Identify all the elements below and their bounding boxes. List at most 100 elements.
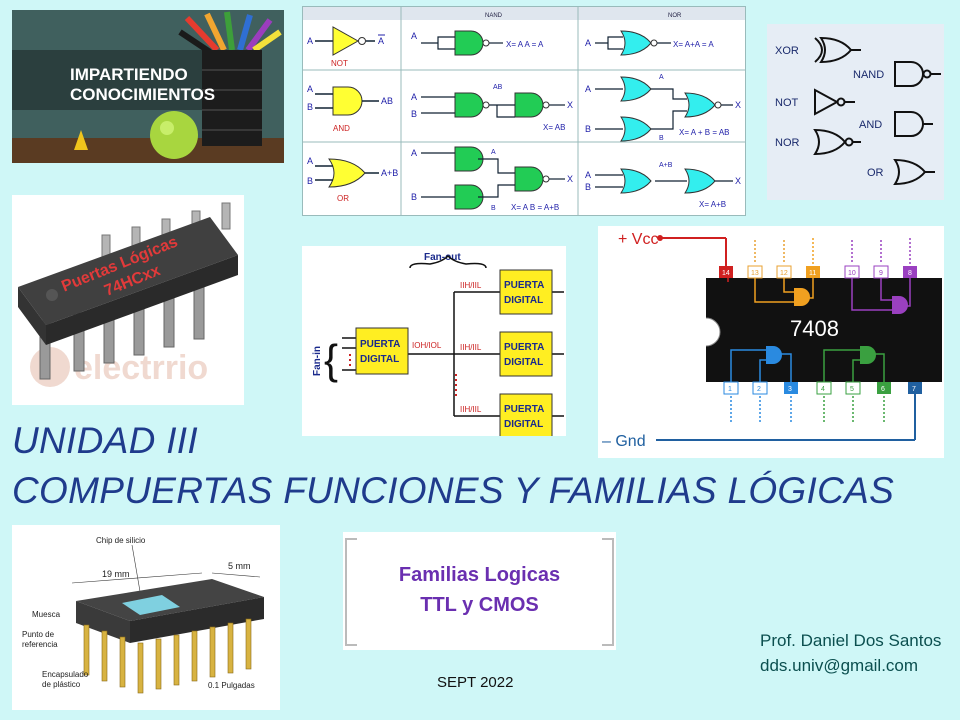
- and-out: AB: [381, 96, 393, 106]
- slide-title-line-1: UNIDAD III: [12, 420, 198, 461]
- svg-text:A: A: [585, 170, 591, 180]
- len-5-label: 5 mm: [228, 561, 251, 571]
- bracket-left: [345, 538, 357, 646]
- nor-gates-icon: [620, 30, 722, 194]
- nor-or-eq: X= A+B: [699, 200, 726, 209]
- not-gate-icon: [814, 88, 855, 116]
- gnd-label: – Gnd: [602, 433, 646, 450]
- nand-gate-icon: [894, 61, 941, 87]
- svg-text:B: B: [659, 135, 664, 142]
- nand-or-eq: X= A B = A+B: [511, 203, 559, 212]
- len-19-label: 19 mm: [102, 569, 130, 579]
- svg-text:A: A: [659, 74, 664, 81]
- slide-title-line-2: COMPUERTAS FUNCIONES Y FAMILIAS LÓGICAS: [12, 470, 895, 511]
- svg-text:A: A: [411, 31, 417, 41]
- or-in-b: B: [307, 176, 313, 186]
- fan-out-label: Fan-out: [424, 252, 461, 263]
- svg-text:5: 5: [850, 386, 854, 393]
- nand-gates-icon: [454, 30, 550, 210]
- svg-text:B: B: [585, 182, 591, 192]
- ic-package-cutaway: Chip de silicio 19 mm 5 mm Muesca Punto …: [12, 525, 280, 710]
- or-in-a: A: [307, 156, 313, 166]
- punto-label-2: referencia: [22, 640, 58, 649]
- nor-header: NOR: [668, 13, 682, 19]
- svg-text:7: 7: [912, 386, 916, 393]
- or-label: OR: [337, 194, 349, 203]
- chip-silicio-label: Chip de silicio: [96, 536, 146, 545]
- svg-text:{: {: [324, 336, 338, 383]
- muesca-label: Muesca: [32, 610, 61, 619]
- svg-text:A: A: [491, 149, 496, 156]
- nor-not-eq: X= A+A = A: [673, 40, 714, 49]
- nor-and-eq: X= A + B = AB: [679, 128, 729, 137]
- or-gate-icon: [893, 158, 935, 186]
- pulgadas-label: 0.1 Pulgadas: [208, 681, 255, 690]
- and-label: AND: [859, 119, 882, 131]
- encap-label-2: de plástico: [42, 680, 81, 689]
- svg-text:13: 13: [751, 270, 759, 277]
- punto-label-1: Punto de: [22, 630, 55, 639]
- ic-chip-image: electrrio Puertas Lógicas 74HCxx: [12, 195, 244, 405]
- ic-7408-pinout: + Vcc 7408 14 13 12 11 10 9 8: [598, 226, 944, 458]
- svg-text:A: A: [411, 148, 417, 158]
- nor-label: NOR: [775, 137, 800, 149]
- svg-text:A: A: [585, 38, 591, 48]
- svg-text:DIGITAL: DIGITAL: [504, 419, 543, 430]
- or-out: A+B: [381, 168, 398, 178]
- ioh-label: IOH/IOL: [412, 341, 442, 350]
- iih-label-1: IIH/IIL: [460, 281, 482, 290]
- xor-label: XOR: [775, 45, 799, 57]
- not-in-a: A: [307, 36, 313, 46]
- and-gate-icon: [894, 111, 933, 137]
- nand-label: NAND: [853, 69, 884, 81]
- svg-text:PUERTA: PUERTA: [504, 342, 544, 353]
- svg-text:12: 12: [780, 270, 788, 277]
- apb-bar: A+B: [659, 162, 673, 169]
- familias-line-1: Familias Logicas: [398, 564, 561, 586]
- gate-symbols-panel: XOR NAND NOT AND NOR OR: [767, 24, 944, 200]
- fan-diagram: Fan-out Fan-in { PUERTA DIGITAL IOH/IOL …: [302, 246, 566, 436]
- and-gate-icon: [315, 86, 379, 116]
- svg-text:8: 8: [908, 270, 912, 277]
- svg-text:B: B: [585, 124, 591, 134]
- svg-text:11: 11: [809, 270, 816, 277]
- fan-diagram-svg: Fan-out Fan-in { PUERTA DIGITAL IOH/IOL …: [312, 252, 564, 436]
- bracket-right: [602, 538, 614, 646]
- pencil-cup-illustration: [12, 10, 284, 163]
- svg-text:2: 2: [757, 386, 761, 393]
- svg-text:6: 6: [881, 386, 885, 393]
- svg-text:9: 9: [879, 270, 883, 277]
- svg-text:1: 1: [728, 386, 732, 393]
- svg-text:B: B: [411, 109, 417, 119]
- gate-symbols-svg: XOR NAND NOT AND NOR OR: [775, 36, 941, 186]
- gate-equivalence-table: NAND NOR A A NOT A B AB AND: [302, 6, 746, 216]
- svg-text:X: X: [567, 100, 573, 110]
- familias-line-2: TTL y CMOS: [420, 594, 539, 616]
- gate-table-svg: NAND NOR A A NOT A B AB AND: [303, 7, 745, 215]
- and-in-a: A: [307, 84, 313, 94]
- svg-text:X: X: [735, 100, 741, 110]
- banner-line-1: IMPARTIENDO: [70, 65, 188, 84]
- and-label: AND: [333, 124, 350, 133]
- svg-text:10: 10: [848, 270, 856, 277]
- svg-text:3: 3: [788, 386, 792, 393]
- ab-bar: AB: [493, 84, 503, 91]
- svg-text:X: X: [567, 174, 573, 184]
- familias-logicas-card: Familias Logicas TTL y CMOS: [343, 532, 616, 650]
- nand-header: NAND: [485, 13, 503, 19]
- svg-text:A: A: [585, 84, 591, 94]
- svg-text:B: B: [491, 205, 496, 212]
- svg-text:14: 14: [722, 270, 730, 277]
- encap-label-1: Encapsulado: [42, 670, 89, 679]
- iih-label-2: IIH/IIL: [460, 343, 482, 352]
- svg-text:B: B: [411, 192, 417, 202]
- svg-text:X: X: [735, 176, 741, 186]
- svg-text:A: A: [411, 92, 417, 102]
- iih-label-3: IIH/IIL: [460, 405, 482, 414]
- nand-not-eq: X= A A = A: [506, 40, 544, 49]
- svg-text:4: 4: [821, 386, 825, 393]
- svg-text:DIGITAL: DIGITAL: [504, 357, 543, 368]
- and-in-b: B: [307, 102, 313, 112]
- or-gate-icon: [315, 158, 379, 188]
- not-label: NOT: [775, 97, 799, 109]
